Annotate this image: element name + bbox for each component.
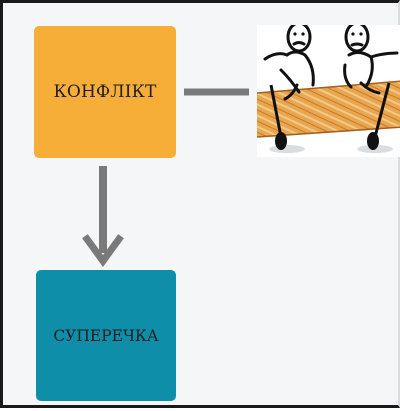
person-right — [343, 25, 399, 95]
node-conflict-label: КОНФЛІКТ — [53, 82, 157, 102]
node-conflict: КОНФЛІКТ — [34, 26, 176, 158]
node-contradiction: СУПЕРЕЧКА — [36, 270, 176, 401]
paddle-right — [373, 82, 391, 138]
node-contradiction-label: СУПЕРЕЧКА — [53, 326, 159, 345]
paddle-left — [269, 84, 283, 138]
person-left — [263, 25, 315, 101]
two-people-paddling-plank-illustration — [257, 25, 400, 157]
arrow-head — [82, 234, 124, 267]
plank — [257, 81, 400, 137]
illustration-drawing — [257, 25, 400, 153]
connectors — [82, 88, 249, 267]
